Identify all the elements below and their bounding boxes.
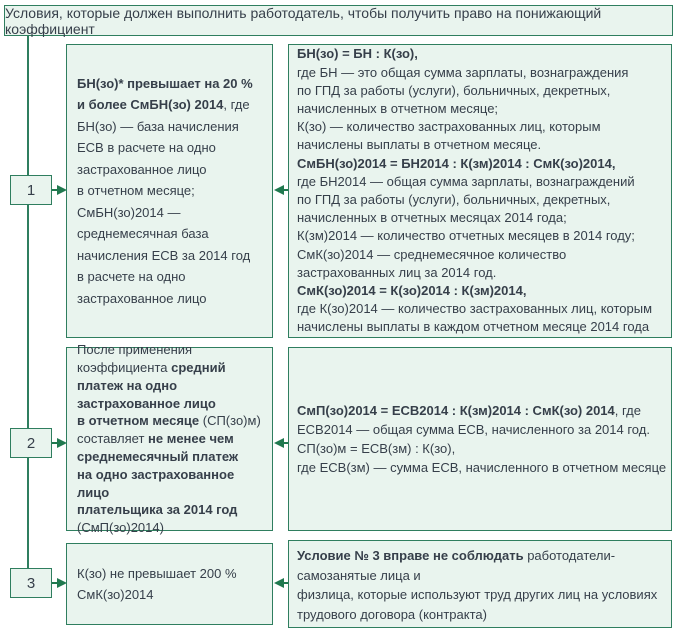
condition-2-box: После применения коэффициента средний пл… xyxy=(66,342,273,535)
node-number-3: 3 xyxy=(10,568,52,598)
node-number-2-label: 2 xyxy=(26,434,36,452)
node-number-3-label: 3 xyxy=(26,574,36,592)
node-number-1: 1 xyxy=(10,175,52,205)
arrow-left-icon xyxy=(274,578,284,588)
condition-3-box: К(зо) не превышает 200 % СмК(зо)2014 xyxy=(66,543,273,625)
arrow-line xyxy=(282,189,289,191)
condition-2-text: После применения коэффициента средний пл… xyxy=(77,342,261,536)
node-number-2: 2 xyxy=(10,428,52,458)
arrow-right-icon xyxy=(57,185,67,195)
page-title: Условия, которые должен выполнить работо… xyxy=(5,4,602,37)
explanation-1-text: БН(зо) = БН : К(зо), где БН — это общая … xyxy=(297,46,653,335)
explanation-2-box: СмП(зо)2014 = ЕСВ2014 : К(зм)2014 : СмК(… xyxy=(288,347,672,531)
explanation-1-box: БН(зо) = БН : К(зо), где БН — это общая … xyxy=(288,44,672,338)
arrow-line xyxy=(52,442,59,444)
explanation-3-box: Условие № 3 вправе не соблюдать работода… xyxy=(288,540,672,628)
arrow-left-icon xyxy=(274,185,284,195)
connector-vertical-line xyxy=(27,36,29,568)
arrow-right-icon xyxy=(57,578,67,588)
arrow-line xyxy=(52,582,59,584)
node-number-1-label: 1 xyxy=(26,181,36,199)
arrow-line xyxy=(52,189,59,191)
header-bar: Условия, которые должен выполнить работо… xyxy=(4,4,673,37)
condition-1-box: БН(зо)* превышает на 20 % и более СмБН(з… xyxy=(66,44,273,338)
arrow-line xyxy=(282,442,289,444)
explanation-2-text: СмП(зо)2014 = ЕСВ2014 : К(зм)2014 : СмК(… xyxy=(297,403,667,475)
condition-1-text: БН(зо)* превышает на 20 % и более СмБН(з… xyxy=(77,75,253,306)
condition-3-text: К(зо) не превышает 200 % СмК(зо)2014 xyxy=(77,566,237,602)
arrow-line xyxy=(282,582,289,584)
arrow-left-icon xyxy=(274,438,284,448)
explanation-3-text: Условие № 3 вправе не соблюдать работода… xyxy=(297,548,658,622)
arrow-right-icon xyxy=(57,438,67,448)
